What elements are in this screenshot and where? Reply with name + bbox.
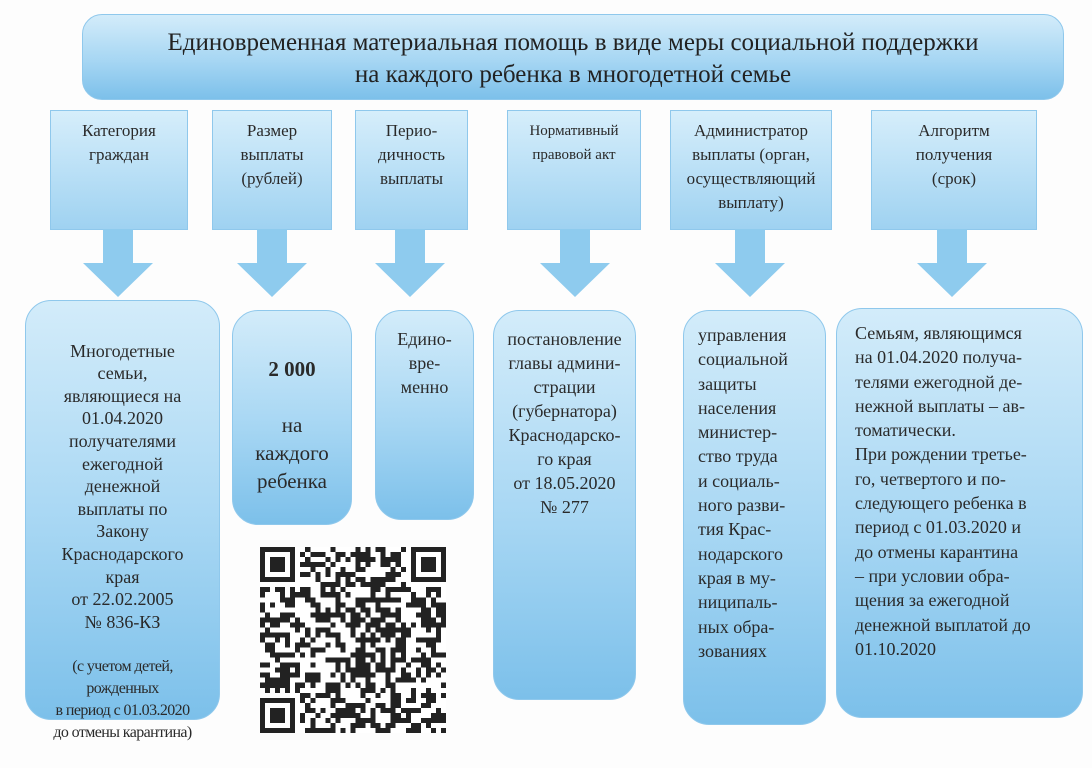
header-legal-act: Нормативный правовой акт xyxy=(507,110,641,230)
down-arrow-icon xyxy=(715,229,785,297)
legal-act-box: постановление главы админи- страции (губ… xyxy=(493,310,636,700)
amount-box: 2 000 на каждого ребенка xyxy=(232,310,352,525)
algorithm-box: Семьям, являющимся на 01.04.2020 получа-… xyxy=(836,308,1083,718)
amount-suffix: на каждого ребенка xyxy=(255,413,329,493)
amount-value: 2 000 xyxy=(268,357,316,381)
down-arrow-icon xyxy=(375,229,445,297)
down-arrow-icon xyxy=(540,229,610,297)
header-category: Категория граждан xyxy=(50,110,188,230)
page-title: Единовременная материальная помощь в вид… xyxy=(82,14,1064,100)
category-text: Многодетные семьи, являющиеся на 01.04.2… xyxy=(61,340,184,632)
periodicity-box: Едино- вре- менно xyxy=(375,310,474,520)
header-algorithm: Алгоритм получения (срок) xyxy=(871,110,1037,230)
down-arrow-icon xyxy=(83,229,153,297)
down-arrow-icon xyxy=(917,229,987,297)
header-periodicity: Перио- дичность выплаты xyxy=(355,110,468,230)
category-box: Многодетные семьи, являющиеся на 01.04.2… xyxy=(25,300,220,741)
category-note: (с учетом детей, рожденных в период с 01… xyxy=(53,657,192,741)
administrator-box: управления социальной защиты населения м… xyxy=(683,310,826,725)
qr-code[interactable] xyxy=(258,547,448,733)
header-administrator: Администратор выплаты (орган, осуществля… xyxy=(670,110,832,230)
header-amount: Размер выплаты (рублей) xyxy=(212,110,332,230)
down-arrow-icon xyxy=(237,229,307,297)
